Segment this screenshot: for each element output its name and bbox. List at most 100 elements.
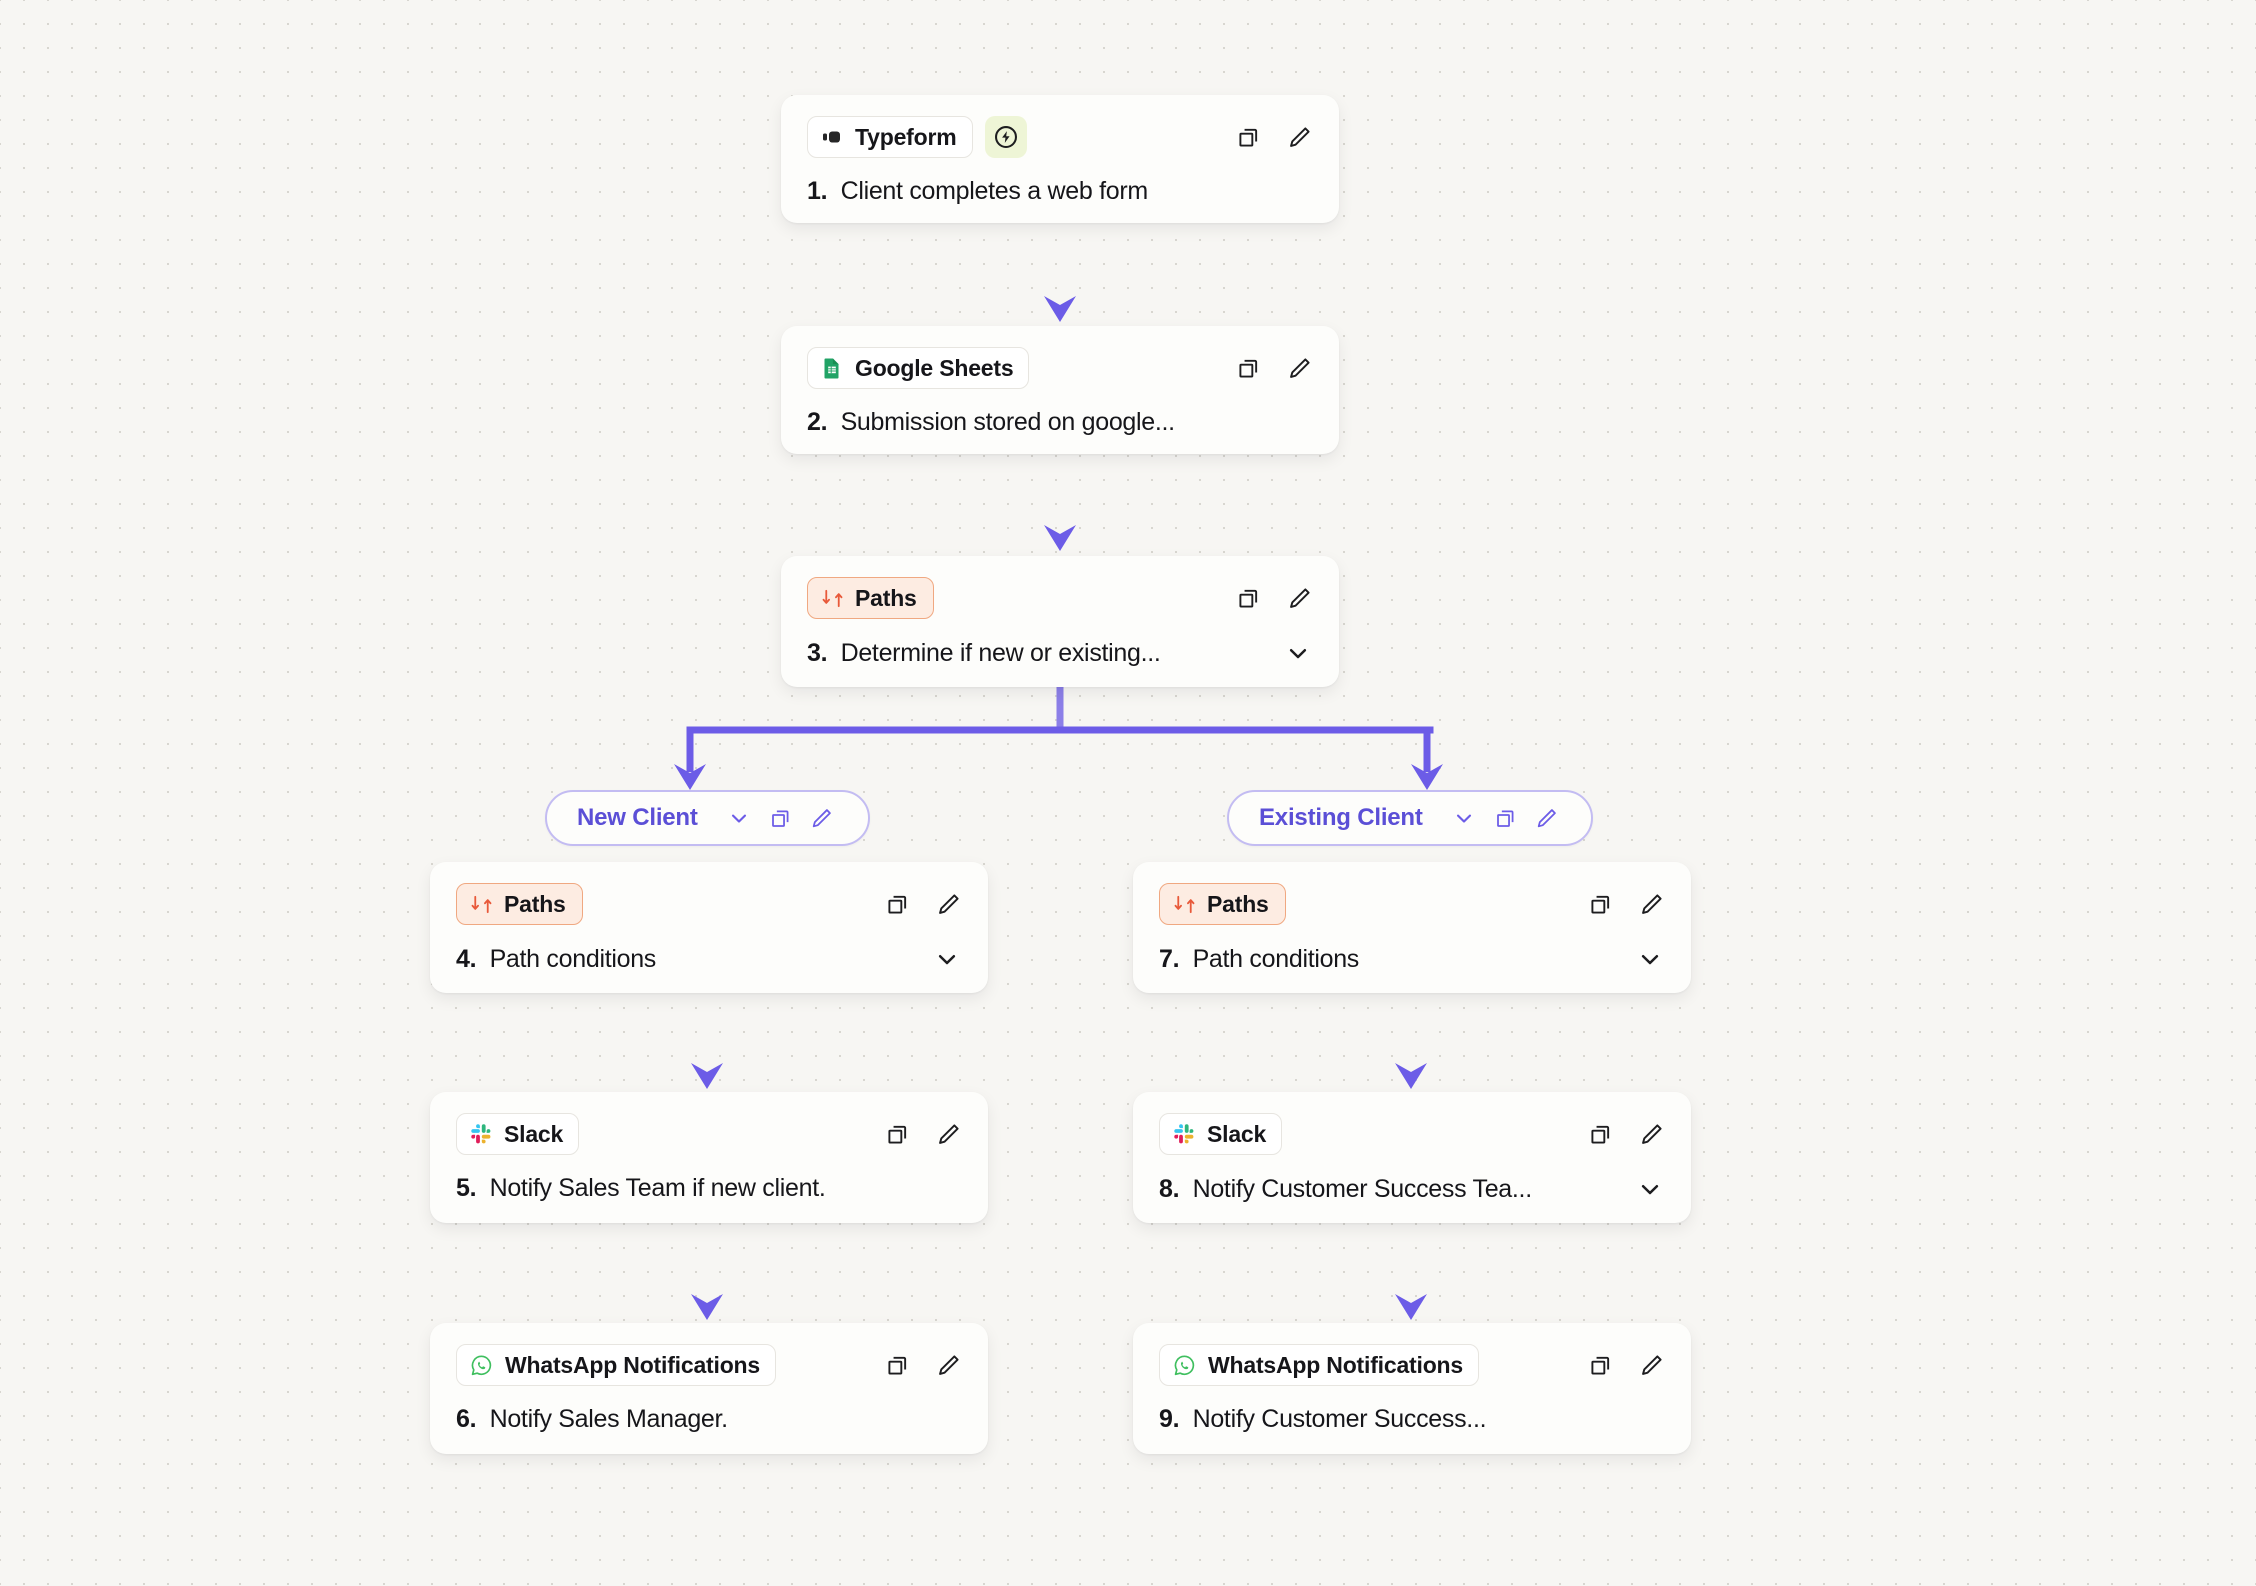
pencil-edit-icon[interactable] — [1534, 806, 1559, 831]
node-description-row: 8. Notify Customer Success Tea... — [1159, 1174, 1665, 1204]
paths-branch-icon — [821, 587, 844, 610]
copy-icon[interactable] — [1235, 124, 1262, 151]
node-header: Google Sheets — [807, 346, 1313, 390]
step-description: Notify Sales Team if new client. — [489, 1174, 826, 1202]
branch-label-existing-client[interactable]: Existing Client — [1227, 790, 1593, 846]
node-description-row: 5. Notify Sales Team if new client. — [456, 1174, 962, 1203]
app-chip-slack[interactable]: Slack — [456, 1113, 580, 1155]
pencil-edit-icon[interactable] — [1638, 891, 1665, 918]
app-chip-label: Slack — [504, 1120, 564, 1147]
paths-branch-icon — [1173, 893, 1196, 916]
node-header: Paths — [1159, 882, 1665, 926]
step-number: 8. — [1159, 1174, 1186, 1203]
node-description-row: 2. Submission stored on google... — [807, 408, 1313, 437]
workflow-node-paths-7[interactable]: Paths 7. Path conditions — [1133, 862, 1691, 993]
workflow-node-whatsapp-9[interactable]: WhatsApp Notifications 9. — [1133, 1323, 1691, 1454]
app-chip-label: Paths — [504, 890, 566, 917]
workflow-node-google-sheets[interactable]: Google Sheets 2. Submissio — [781, 326, 1339, 454]
copy-icon[interactable] — [1587, 1121, 1614, 1148]
lightning-bolt-trigger-icon — [984, 116, 1027, 158]
copy-icon[interactable] — [768, 806, 793, 831]
node-actions — [1235, 355, 1313, 382]
node-actions — [1235, 585, 1313, 612]
app-chip-google-sheets[interactable]: Google Sheets — [807, 347, 1030, 389]
pencil-edit-icon[interactable] — [1638, 1121, 1665, 1148]
step-description: Submission stored on google... — [840, 408, 1176, 436]
node-description-row: 3. Determine if new or existing... — [807, 638, 1313, 668]
app-chip-whatsapp[interactable]: WhatsApp Notifications — [456, 1344, 776, 1386]
app-chip-paths[interactable]: Paths — [807, 577, 934, 619]
step-description: Notify Customer Success Tea... — [1192, 1174, 1533, 1203]
copy-icon[interactable] — [1235, 355, 1262, 382]
app-chip-paths[interactable]: Paths — [456, 883, 583, 925]
step-description: Notify Customer Success... — [1192, 1405, 1487, 1433]
chevron-down-icon[interactable] — [1635, 1174, 1665, 1204]
node-description-row: 7. Path conditions — [1159, 944, 1665, 974]
node-description-row: 6. Notify Sales Manager. — [456, 1405, 962, 1434]
copy-icon[interactable] — [1235, 585, 1262, 612]
app-chip-label: Typeform — [855, 123, 957, 150]
chevron-down-icon[interactable] — [1283, 638, 1313, 668]
app-chip-label: Paths — [855, 584, 917, 611]
typeform-logo-icon — [820, 125, 844, 149]
copy-icon[interactable] — [884, 1352, 911, 1379]
app-chip-label: WhatsApp Notifications — [1208, 1351, 1463, 1378]
branch-label-new-client[interactable]: New Client — [545, 790, 870, 846]
copy-icon[interactable] — [884, 891, 911, 918]
chevron-down-icon[interactable] — [932, 944, 962, 974]
workflow-node-slack-5[interactable]: Slack 5. Notify Sales Team — [430, 1092, 988, 1223]
node-header: Paths — [807, 576, 1313, 620]
pencil-edit-icon[interactable] — [1286, 585, 1313, 612]
step-number: 5. — [456, 1174, 483, 1202]
pencil-edit-icon[interactable] — [1638, 1352, 1665, 1379]
step-number: 1. — [807, 177, 834, 205]
node-description: 9. Notify Customer Success... — [1159, 1405, 1487, 1434]
step-description: Path conditions — [489, 944, 657, 973]
copy-icon[interactable] — [1587, 1352, 1614, 1379]
copy-icon[interactable] — [1587, 891, 1614, 918]
node-header: Typeform — [807, 115, 1313, 159]
workflow-node-paths-4[interactable]: Paths 4. Path conditions — [430, 862, 988, 993]
chevron-down-icon[interactable] — [1451, 805, 1477, 831]
copy-icon[interactable] — [884, 1121, 911, 1148]
app-chip-paths[interactable]: Paths — [1159, 883, 1286, 925]
pencil-edit-icon[interactable] — [1286, 355, 1313, 382]
workflow-node-paths-3[interactable]: Paths 3. Determine if new — [781, 556, 1339, 687]
node-description: 1. Client completes a web form — [807, 177, 1148, 206]
node-description: 7. Path conditions — [1159, 945, 1359, 974]
step-number: 7. — [1159, 944, 1186, 973]
pencil-edit-icon[interactable] — [935, 1352, 962, 1379]
node-header: Paths — [456, 882, 962, 926]
node-description: 2. Submission stored on google... — [807, 408, 1175, 437]
node-description-row: 1. Client completes a web form — [807, 177, 1313, 206]
google-sheets-logo-icon — [820, 356, 844, 380]
slack-logo-icon — [469, 1122, 493, 1146]
chevron-down-icon[interactable] — [726, 805, 752, 831]
whatsapp-logo-icon — [1172, 1353, 1197, 1378]
copy-icon[interactable] — [1493, 806, 1518, 831]
node-description: 6. Notify Sales Manager. — [456, 1405, 728, 1434]
node-actions — [1587, 891, 1665, 918]
workflow-node-whatsapp-6[interactable]: WhatsApp Notifications 6. — [430, 1323, 988, 1454]
app-chip-slack[interactable]: Slack — [1159, 1113, 1283, 1155]
paths-branch-icon — [470, 893, 493, 916]
branch-actions — [726, 805, 834, 831]
pencil-edit-icon[interactable] — [809, 806, 834, 831]
node-description-row: 4. Path conditions — [456, 944, 962, 974]
step-description: Client completes a web form — [840, 177, 1149, 205]
node-description: 8. Notify Customer Success Tea... — [1159, 1175, 1532, 1204]
workflow-node-typeform[interactable]: Typeform — [781, 95, 1339, 223]
step-description: Path conditions — [1192, 944, 1360, 973]
step-number: 4. — [456, 944, 483, 973]
pencil-edit-icon[interactable] — [935, 891, 962, 918]
pencil-edit-icon[interactable] — [1286, 124, 1313, 151]
pencil-edit-icon[interactable] — [935, 1121, 962, 1148]
app-chip-label: Google Sheets — [855, 354, 1014, 381]
app-chip-whatsapp[interactable]: WhatsApp Notifications — [1159, 1344, 1479, 1386]
chevron-down-icon[interactable] — [1635, 944, 1665, 974]
workflow-node-slack-8[interactable]: Slack 8. Notify Customer S — [1133, 1092, 1691, 1223]
whatsapp-logo-icon — [469, 1353, 494, 1378]
node-header: WhatsApp Notifications — [456, 1343, 962, 1387]
app-chip-typeform[interactable]: Typeform — [807, 116, 973, 158]
